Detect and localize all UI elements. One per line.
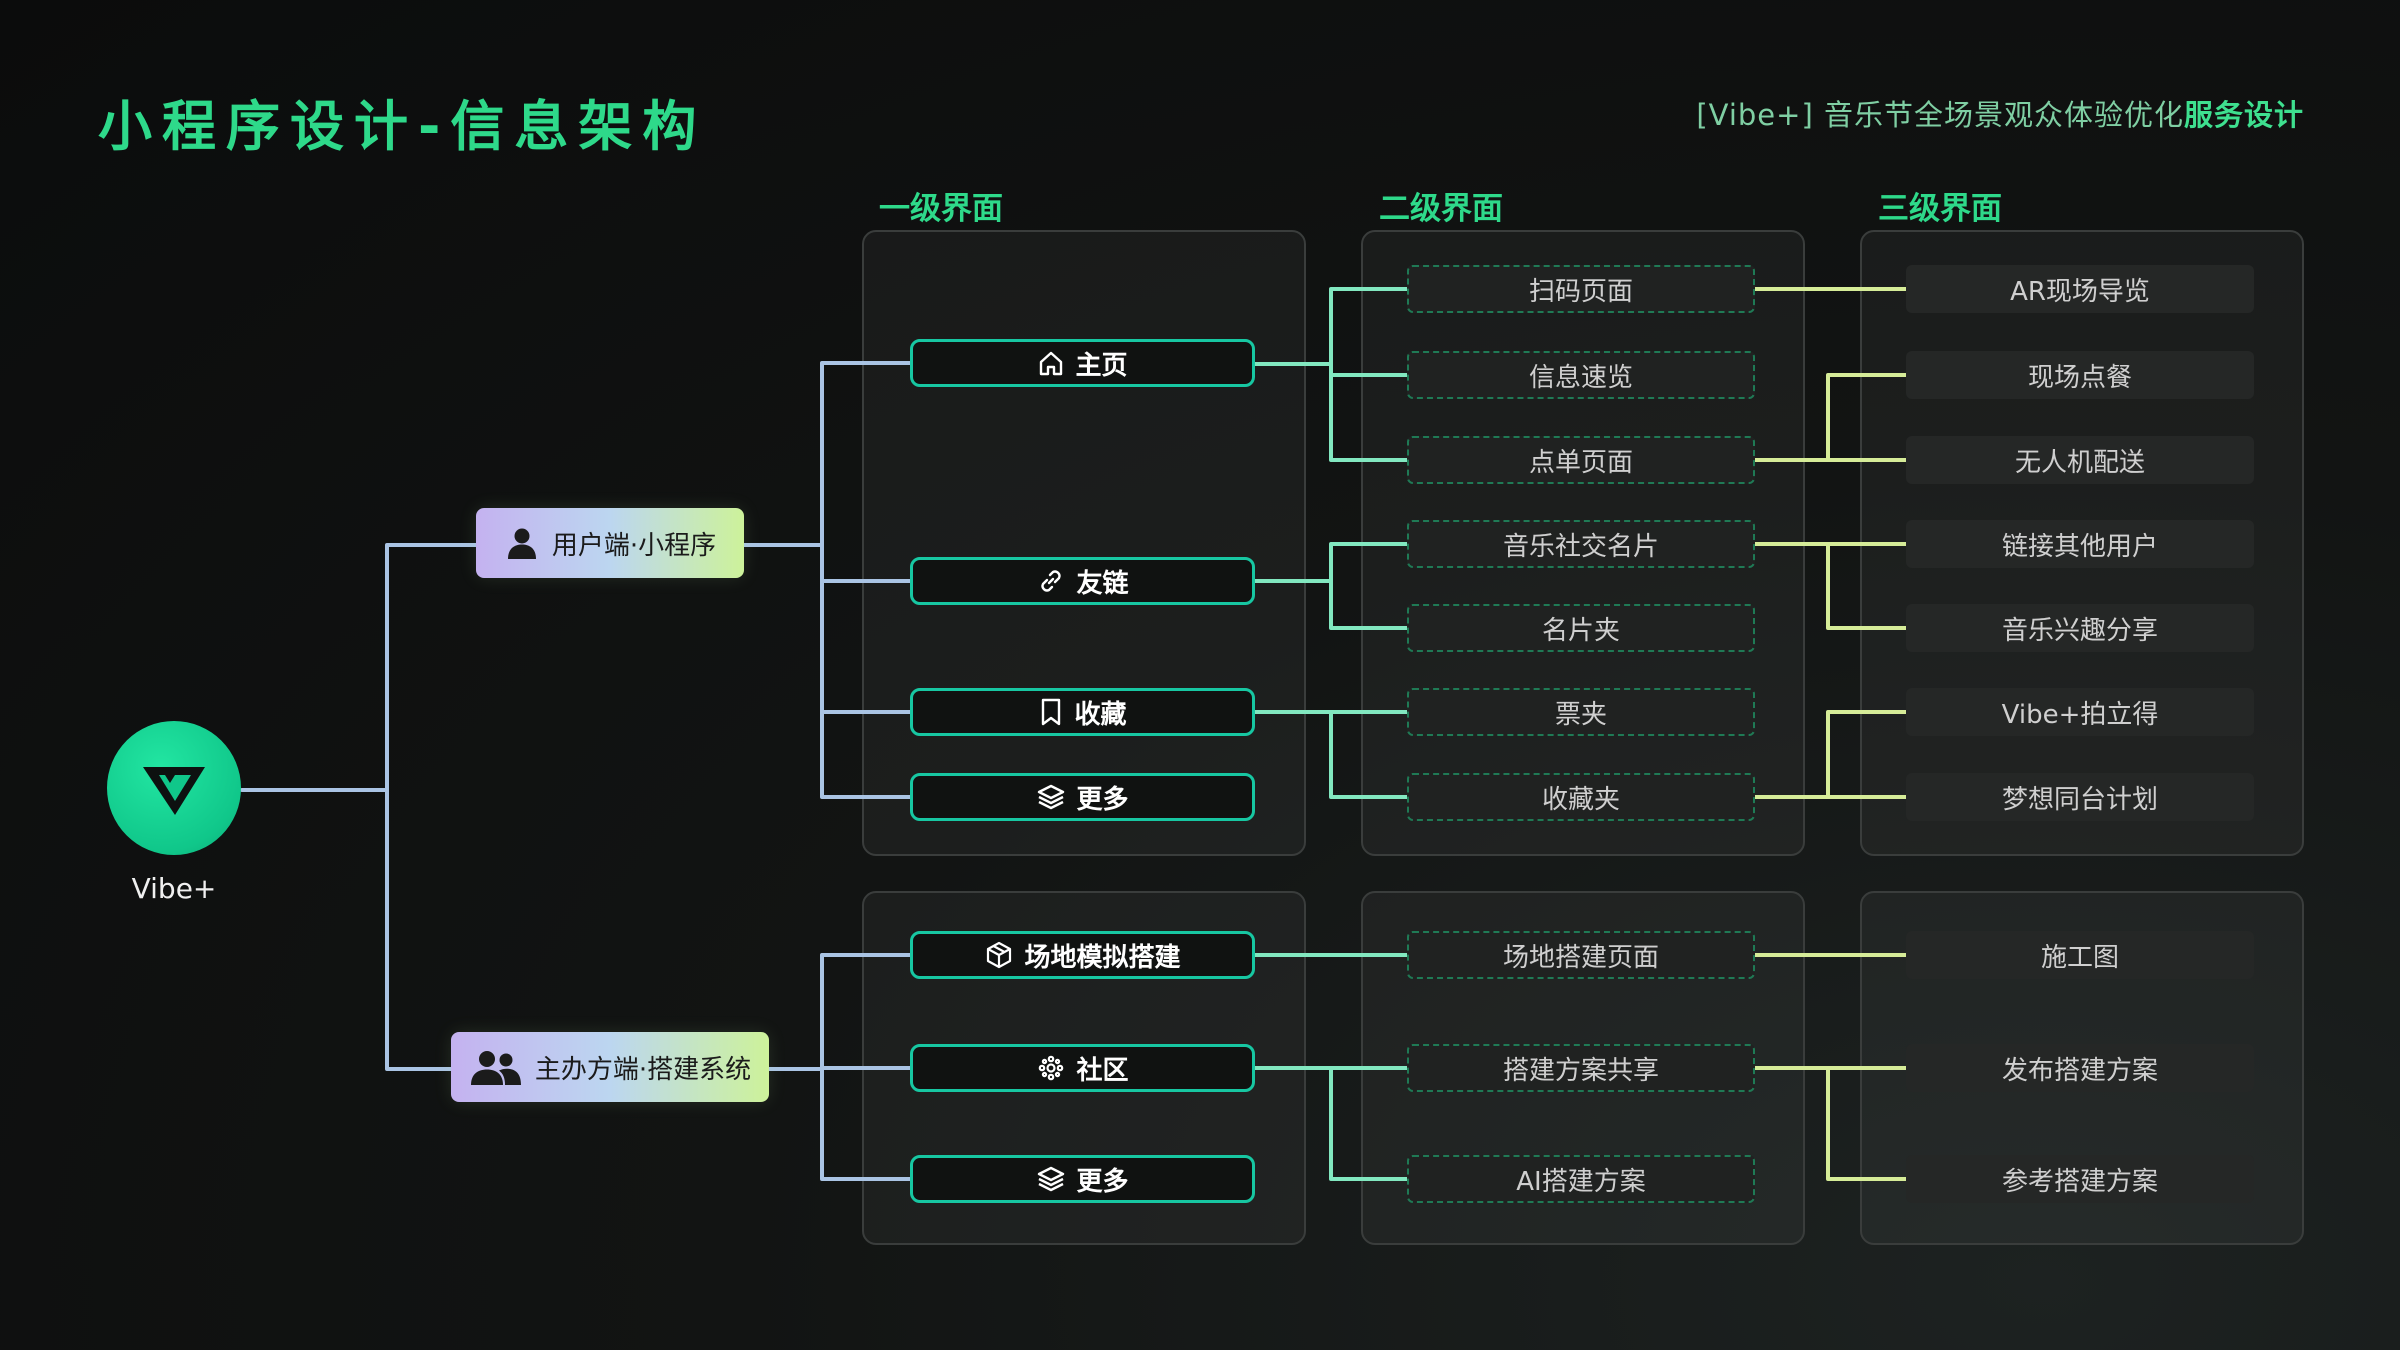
l3-onsite-ordering[interactable]: 现场点餐: [1906, 351, 2254, 399]
level1-to-level2-lines: [1253, 287, 1409, 1181]
level1-header: 一级界面: [879, 191, 1003, 227]
l2-favorites-folder[interactable]: 收藏夹: [1407, 773, 1755, 821]
layers-icon: [1036, 1164, 1066, 1194]
l2-order-page[interactable]: 点单页面: [1407, 436, 1755, 484]
l1-org-venue-sim[interactable]: 场地模拟搭建: [910, 931, 1255, 979]
level2-to-level3-lines: [1753, 287, 1908, 1181]
l2-info-overview[interactable]: 信息速览: [1407, 351, 1755, 399]
vibe-logo: [107, 721, 241, 855]
root-node-user-label: 用户端·小程序: [551, 530, 717, 561]
l1-user-favorites[interactable]: 收藏: [910, 688, 1255, 736]
trunk-lines: [240, 361, 912, 1181]
l1-org-more[interactable]: 更多: [910, 1155, 1255, 1203]
root-node-user[interactable]: 用户端·小程序: [476, 508, 744, 578]
vibe-logo-icon: [143, 767, 205, 815]
panel-user-level1: [862, 230, 1306, 856]
root-node-organizer-label: 主办方端·搭建系统: [534, 1054, 752, 1085]
l3-drone-delivery[interactable]: 无人机配送: [1906, 436, 2254, 484]
level3-header: 三级界面: [1878, 191, 2002, 227]
l3-dream-stage-plan[interactable]: 梦想同台计划: [1906, 773, 2254, 821]
l1-user-links[interactable]: 友链: [910, 557, 1255, 605]
subtitle-bold: 服务设计: [2183, 98, 2304, 132]
l2-card-holder[interactable]: 名片夹: [1407, 604, 1755, 652]
l3-link-other-users[interactable]: 链接其他用户: [1906, 520, 2254, 568]
l1-user-home[interactable]: 主页: [910, 339, 1255, 387]
l1-org-community[interactable]: 社区: [910, 1044, 1255, 1092]
root-node-organizer[interactable]: 主办方端·搭建系统: [451, 1032, 769, 1102]
home-icon: [1037, 349, 1065, 377]
l1-user-links-label: 友链: [1076, 568, 1129, 599]
community-icon: [1036, 1053, 1066, 1083]
l2-build-plan-share[interactable]: 搭建方案共享: [1407, 1044, 1755, 1092]
l3-music-interest-share[interactable]: 音乐兴趣分享: [1906, 604, 2254, 652]
vibe-logo-label: Vibe+: [131, 872, 217, 905]
l2-music-social-card[interactable]: 音乐社交名片: [1407, 520, 1755, 568]
l1-user-favorites-label: 收藏: [1074, 699, 1127, 730]
link-icon: [1036, 566, 1066, 596]
l2-venue-build-page[interactable]: 场地搭建页面: [1407, 931, 1755, 979]
l1-org-community-label: 社区: [1076, 1055, 1129, 1086]
level2-header: 二级界面: [1379, 191, 1503, 227]
l1-user-home-label: 主页: [1075, 350, 1128, 381]
bookmark-icon: [1038, 697, 1064, 727]
l1-user-more-label: 更多: [1076, 784, 1129, 815]
l3-publish-build-plan[interactable]: 发布搭建方案: [1906, 1044, 2254, 1092]
l3-reference-build-plan[interactable]: 参考搭建方案: [1906, 1155, 2254, 1203]
l1-org-venue-sim-label: 场地模拟搭建: [1024, 942, 1181, 973]
l2-ai-build-plan[interactable]: AI搭建方案: [1407, 1155, 1755, 1203]
l1-org-more-label: 更多: [1076, 1166, 1129, 1197]
cube-icon: [984, 940, 1014, 970]
layers-icon: [1036, 782, 1066, 812]
users-group-icon: [469, 1048, 523, 1086]
l3-construction-drawing[interactable]: 施工图: [1906, 931, 2254, 979]
l3-vibe-instant-photo[interactable]: Vibe+拍立得: [1906, 688, 2254, 736]
l2-scan-page[interactable]: 扫码页面: [1407, 265, 1755, 313]
page-subtitle: [Vibe+] 音乐节全场景观众体验优化服务设计: [1696, 92, 2304, 134]
user-icon: [504, 525, 540, 561]
l1-user-more[interactable]: 更多: [910, 773, 1255, 821]
page-title: 小程序设计-信息架构: [98, 95, 707, 158]
l3-ar-guide[interactable]: AR现场导览: [1906, 265, 2254, 313]
subtitle-prefix: [Vibe+] 音乐节全场景观众体验优化: [1696, 98, 2184, 132]
l2-ticket-holder[interactable]: 票夹: [1407, 688, 1755, 736]
